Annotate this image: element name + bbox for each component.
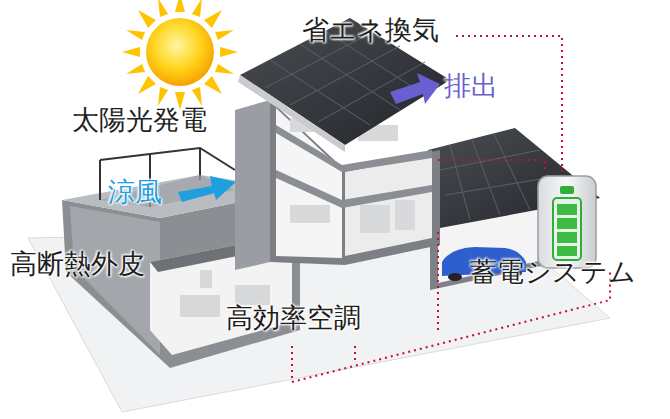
callout-label: 高効率空調 bbox=[226, 302, 361, 333]
callout-label: 省エネ換気 bbox=[302, 14, 439, 45]
battery-icon bbox=[538, 176, 596, 268]
main-house bbox=[235, 18, 450, 270]
balcony-railing bbox=[100, 148, 235, 207]
callout-label: 排出 bbox=[444, 70, 498, 101]
breeze-arrow bbox=[178, 176, 236, 202]
sun-icon bbox=[122, 0, 238, 110]
callout-label: 太陽光発電 bbox=[72, 104, 207, 135]
callout-label: 蓄電システム bbox=[470, 256, 636, 287]
callout-label: 高断熱外皮 bbox=[10, 248, 145, 279]
exhaust-arrow bbox=[390, 73, 440, 104]
callout-label: 涼風 bbox=[108, 176, 162, 207]
